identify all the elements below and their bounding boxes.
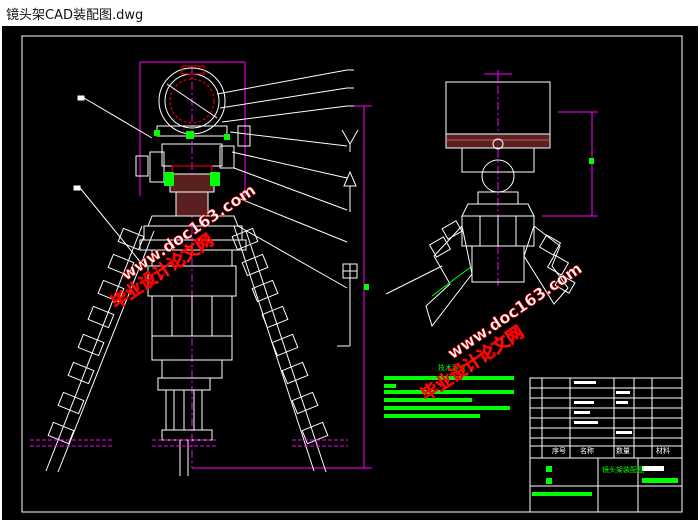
watermark-right: 毕业设计论文网 www.doc163.com [417,258,586,405]
tb-header-name: 名称 [580,446,594,455]
tech-req-heading: 技术要求 [438,363,466,372]
window-title: 镜头架CAD装配图.dwg [6,8,144,23]
window-titlebar: 镜头架CAD装配图.dwg [0,0,700,24]
tb-drawing-title: 镜头架装配图 [602,465,644,474]
title-block [529,377,683,513]
cad-drawing-svg: 技术要求 序号 [21,35,683,513]
front-view [30,61,372,476]
side-view [385,70,598,328]
tb-header-no: 序号 [552,446,566,455]
tb-header-qty: 数量 [616,446,630,455]
tb-header-material: 材料 [656,446,670,455]
drawing-border [21,35,683,513]
cad-drawing-canvas[interactable]: 技术要求 序号 [2,26,698,520]
right-leg [231,225,329,473]
left-leg [45,225,155,473]
tech-requirements: 技术要求 [384,363,514,418]
